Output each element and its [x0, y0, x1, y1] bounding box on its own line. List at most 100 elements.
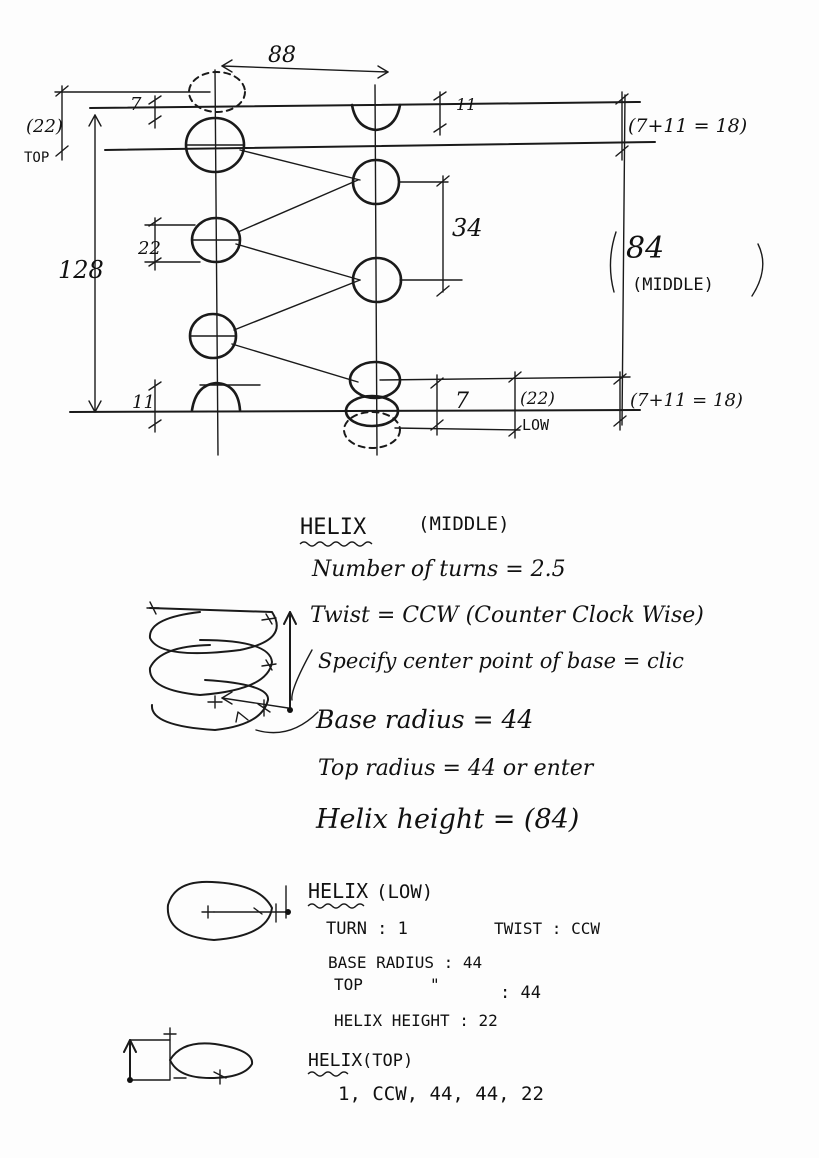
- width-dim-line: [221, 65, 389, 73]
- right-dim-axis: [621, 94, 626, 426]
- helix-low-qualifier: (LOW): [376, 881, 433, 903]
- height-arrow-top: [88, 114, 102, 127]
- dim-pitch-label: 34: [452, 214, 483, 242]
- helix-low-top-label: TOP: [334, 975, 363, 994]
- side-view-drawing: [54, 59, 764, 456]
- dim-circle-label: 22: [137, 238, 161, 259]
- helix-middle-line-2: Twist = CCW (Counter Clock Wise): [310, 603, 704, 628]
- dim-total-bottom-label: (7+11 = 18): [630, 390, 743, 411]
- helix-low-underline: [307, 903, 365, 909]
- helix-top-qualifier: (TOP): [362, 1051, 413, 1071]
- helix-middle-line-5: Top radius = 44 or enter: [318, 756, 595, 781]
- top-band-line-2: [104, 141, 656, 151]
- helix-radius-arrow: [221, 691, 233, 705]
- helix-middle-sketch: [146, 601, 319, 734]
- helix-height-arrow: [283, 611, 297, 625]
- helix-click-pointer: [255, 711, 319, 734]
- bottom-band-line: [379, 376, 631, 381]
- helix-middle-line-1: Number of turns = 2.5: [311, 557, 566, 582]
- top-band-ticks: [55, 85, 69, 157]
- section-left-half: [190, 381, 242, 412]
- section-top-ghost: [188, 71, 246, 113]
- low-gap-dim: [430, 374, 444, 436]
- helix-top-values: 1, CCW, 44, 44, 22: [338, 1083, 544, 1105]
- width-arrow-left: [221, 59, 233, 73]
- section-left-centerlines: [185, 144, 245, 337]
- dim-gap-bottom-left-label: 11: [132, 392, 155, 413]
- dim-top-band-label: (22): [26, 116, 63, 137]
- helix-top-underline: [307, 1071, 349, 1077]
- section-right-top-half: [350, 103, 402, 132]
- bottom-baseline: [69, 409, 641, 413]
- top-right-total-dim: [615, 91, 629, 161]
- helix-coil-3: [150, 679, 269, 731]
- helix-low-top-value: : 44: [500, 983, 541, 1003]
- helix-center-cross: [207, 695, 223, 709]
- top-band-line-1: [89, 101, 641, 109]
- pitch-ext-lines: [399, 181, 463, 281]
- dim-low-band-label: (22): [520, 389, 555, 409]
- helix-specify-pointer: [291, 649, 313, 701]
- helix-low-base: BASE RADIUS : 44: [328, 953, 482, 972]
- label-low: LOW: [522, 416, 550, 434]
- helix-low-turn: TURN : 1: [326, 919, 408, 939]
- helix-middle-line-3: Specify center point of base = clic: [318, 649, 684, 673]
- dim-total-top-label: (7+11 = 18): [628, 115, 747, 137]
- height-arrow-bottom: [88, 400, 102, 413]
- dim-middle-label: 84: [626, 231, 664, 266]
- helix-middle-line-6: Helix height = (84): [315, 804, 579, 835]
- dim-total-height-label: 128: [58, 256, 104, 284]
- width-arrow-right: [377, 65, 389, 79]
- helix-top-notes: HELIX (TOP) 1, CCW, 44, 44, 22: [123, 1027, 544, 1105]
- helix-cross-2: [261, 613, 277, 625]
- helix-middle-line-4: Base radius = 44: [315, 705, 533, 734]
- helix-low-top-ditto: ": [430, 975, 440, 994]
- bottom-right-total-dim: [613, 371, 627, 431]
- helix-pointer-arrow: [235, 711, 249, 723]
- helix-top-crosses: [163, 1027, 227, 1085]
- helix-link-4: [233, 279, 361, 331]
- low-band-line: [394, 427, 521, 431]
- helix-link-5: [231, 343, 359, 383]
- dim-gap-top-label: 7: [130, 94, 142, 115]
- helix-cross-3: [261, 659, 277, 671]
- helix-top-sketch-loop: [169, 1042, 254, 1079]
- helix-low-heading: HELIX: [308, 879, 368, 903]
- dim-gap-top-right-label: 11: [456, 95, 476, 114]
- helix-coil-1: [148, 607, 278, 655]
- helix-low-point: [285, 909, 291, 915]
- section-right-4: [344, 394, 400, 428]
- section-right-ghost: [343, 411, 401, 449]
- circle-dim: [148, 217, 162, 271]
- helix-middle-qualifier: (MIDDLE): [418, 513, 510, 535]
- helix-start-cross: [146, 601, 160, 615]
- helix-top-heading: HELIX: [308, 1050, 362, 1071]
- low-band-dim: [508, 371, 522, 439]
- helix-middle-underline: [299, 541, 373, 547]
- right-axis: [374, 84, 378, 456]
- helix-link-3: [235, 243, 361, 281]
- top-right-gap-dim: [433, 91, 447, 136]
- pitch-dim: [436, 175, 450, 297]
- label-middle: (MIDDLE): [632, 275, 714, 295]
- helix-low-sketch-loop: [166, 880, 273, 941]
- helix-link-1: [239, 149, 361, 181]
- label-top: TOP: [24, 150, 49, 166]
- helix-low-height: HELIX HEIGHT : 22: [334, 1011, 498, 1030]
- helix-top-point: [127, 1077, 133, 1083]
- helix-radius-line: [221, 697, 289, 709]
- helix-base-point: [287, 707, 293, 713]
- dim-gap-bottom-label: 7: [455, 389, 469, 414]
- helix-base-cross: [257, 699, 271, 717]
- helix-coil-2: [148, 639, 273, 696]
- middle-bracket-left: [609, 231, 617, 293]
- dim-width-label: 88: [268, 43, 296, 68]
- section-right-2: [351, 256, 403, 304]
- helix-top-frame: [129, 1039, 171, 1081]
- helix-middle-heading: HELIX: [300, 515, 367, 540]
- helix-middle-notes: HELIX (MIDDLE) Number of turns = 2.5 Twi…: [299, 513, 704, 835]
- helix-low-twist: TWIST : CCW: [494, 919, 600, 938]
- helix-low-center-cross: [201, 905, 215, 919]
